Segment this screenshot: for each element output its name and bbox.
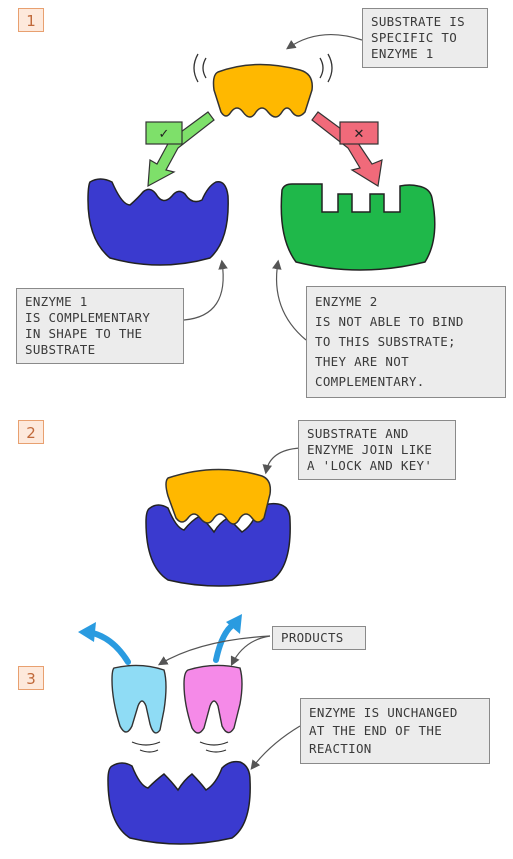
complex-substrate-shape — [165, 468, 272, 525]
callout-line: IS COMPLEMENTARY — [25, 310, 151, 325]
callout-enzyme-2: ENZYME 2 IS NOT ABLE TO BIND TO THIS SUB… — [306, 286, 506, 398]
yes-badge-bg — [145, 121, 183, 145]
connector-substrate-specific — [286, 34, 363, 50]
callout-line: COMPLEMENTARY. — [315, 374, 425, 389]
callout-enzyme-1: ENZYME 1 IS COMPLEMENTARY IN SHAPE TO TH… — [16, 288, 184, 364]
step-3-label: 3 — [18, 666, 44, 690]
connector-enzyme1 — [183, 259, 228, 321]
product-arrow-right-head — [226, 614, 242, 634]
callout-line: SUBSTRATE IS — [371, 14, 465, 29]
callout-line: A 'LOCK AND KEY' — [307, 458, 433, 473]
connector-products-a — [157, 635, 271, 666]
vibration-lines-products — [131, 741, 229, 753]
callout-line: PRODUCTS — [281, 630, 344, 645]
callout-line: TO THIS SUBSTRATE; — [315, 334, 456, 349]
enzyme-2-shape — [280, 183, 436, 271]
callout-line: ENZYME 1 — [371, 46, 434, 61]
yes-arrow — [147, 111, 215, 188]
callout-lock-key: SUBSTRATE AND ENZYME JOIN LIKE A 'LOCK A… — [298, 420, 456, 480]
connector-products-b — [230, 635, 271, 667]
callout-line: REACTION — [309, 741, 372, 756]
no-badge-bg — [339, 121, 379, 145]
callout-line: SUBSTRATE — [25, 342, 96, 357]
no-badge: ✕ — [354, 127, 365, 142]
connector-enzyme2 — [272, 259, 307, 341]
enzyme-1-shape — [87, 178, 229, 266]
callout-line: ENZYME IS UNCHANGED — [309, 705, 458, 720]
callout-line: IN SHAPE TO THE — [25, 326, 143, 341]
vibration-lines-right — [319, 53, 333, 83]
product-b-shape — [183, 664, 243, 734]
no-arrow — [311, 111, 383, 187]
yes-badge: ✓ — [159, 127, 170, 142]
callout-unchanged: ENZYME IS UNCHANGED AT THE END OF THE RE… — [300, 698, 490, 764]
callout-line: THEY ARE NOT — [315, 354, 409, 369]
complex-enzyme-shape — [145, 502, 291, 587]
callout-line: AT THE END OF THE — [309, 723, 443, 738]
substrate-shape — [212, 63, 313, 118]
product-arrow-left-head — [78, 622, 96, 642]
callout-products: PRODUCTS — [272, 626, 366, 650]
callout-line: ENZYME 2 — [315, 294, 378, 309]
callout-line: ENZYME 1 — [25, 294, 88, 309]
vibration-lines-left — [193, 53, 207, 83]
callout-line: SUBSTRATE AND — [307, 426, 409, 441]
final-enzyme-shape — [107, 760, 251, 845]
product-a-shape — [111, 664, 167, 734]
callout-line: SPECIFIC TO — [371, 30, 458, 45]
callout-substrate-specific: SUBSTRATE IS SPECIFIC TO ENZYME 1 — [362, 8, 488, 68]
connector-unchanged — [250, 725, 301, 770]
step-2-label: 2 — [18, 420, 44, 444]
callout-line: ENZYME JOIN LIKE — [307, 442, 433, 457]
callout-line: IS NOT ABLE TO BIND — [315, 314, 464, 329]
connector-lock-key — [262, 447, 301, 475]
step-1-label: 1 — [18, 8, 44, 32]
